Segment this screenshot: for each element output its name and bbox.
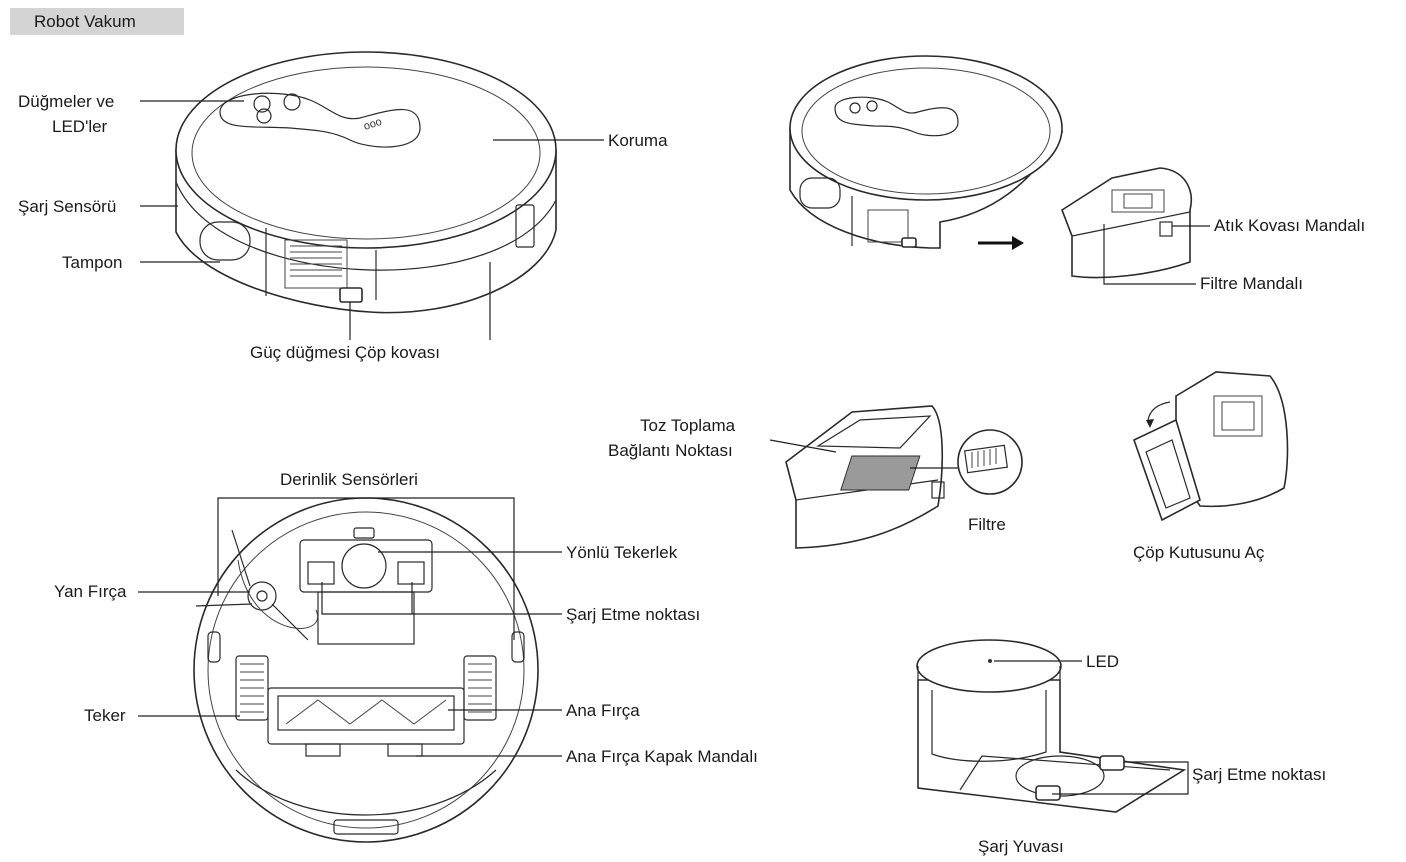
label-wheel: Teker [84, 706, 126, 725]
robot-top-view: ooo [175, 51, 557, 314]
label-dock: Şarj Yuvası [978, 837, 1064, 856]
label-dust-port-2: Bağlantı Noktası [608, 441, 733, 460]
label-open-bin: Çöp Kutusunu Aç [1133, 543, 1265, 562]
robot-bin-removed [789, 55, 1064, 249]
section-title-bar [10, 8, 184, 35]
label-charge-sensor: Şarj Sensörü [18, 197, 116, 216]
open-bin-illustration [1133, 371, 1289, 522]
label-cover: Koruma [608, 131, 668, 150]
label-depth-sensors: Derinlik Sensörleri [280, 470, 418, 489]
label-main-brush: Ana Fırça [566, 701, 640, 720]
dust-bin-open-filter [785, 405, 945, 549]
label-charging-point: Şarj Etme noktası [566, 605, 700, 624]
label-buttons-leds-2: LED'ler [52, 117, 108, 136]
section-title: Robot Vakum [34, 12, 136, 31]
charging-dock [916, 639, 1187, 813]
label-filter: Filtre [968, 515, 1006, 534]
label-dock-charging-point: Şarj Etme noktası [1192, 765, 1326, 784]
label-side-brush: Yan Fırça [54, 582, 127, 601]
label-waste-bin-latch: Atık Kovası Mandalı [1214, 216, 1365, 235]
label-led: LED [1086, 652, 1119, 671]
label-caster-wheel: Yönlü Tekerlek [566, 543, 678, 562]
label-main-brush-latch: Ana Fırça Kapak Mandalı [566, 747, 758, 766]
robot-underside [193, 497, 539, 843]
label-bumper: Tampon [62, 253, 122, 272]
label-dust-port-1: Toz Toplama [640, 416, 736, 435]
label-filter-latch: Filtre Mandalı [1200, 274, 1303, 293]
waste-bin-removed [1061, 167, 1192, 279]
label-buttons-leds-1: Düğmeler ve [18, 92, 114, 111]
label-power-bin: Güç düğmesi Çöp kovası [250, 343, 440, 362]
brand-mark: ooo [362, 116, 383, 133]
